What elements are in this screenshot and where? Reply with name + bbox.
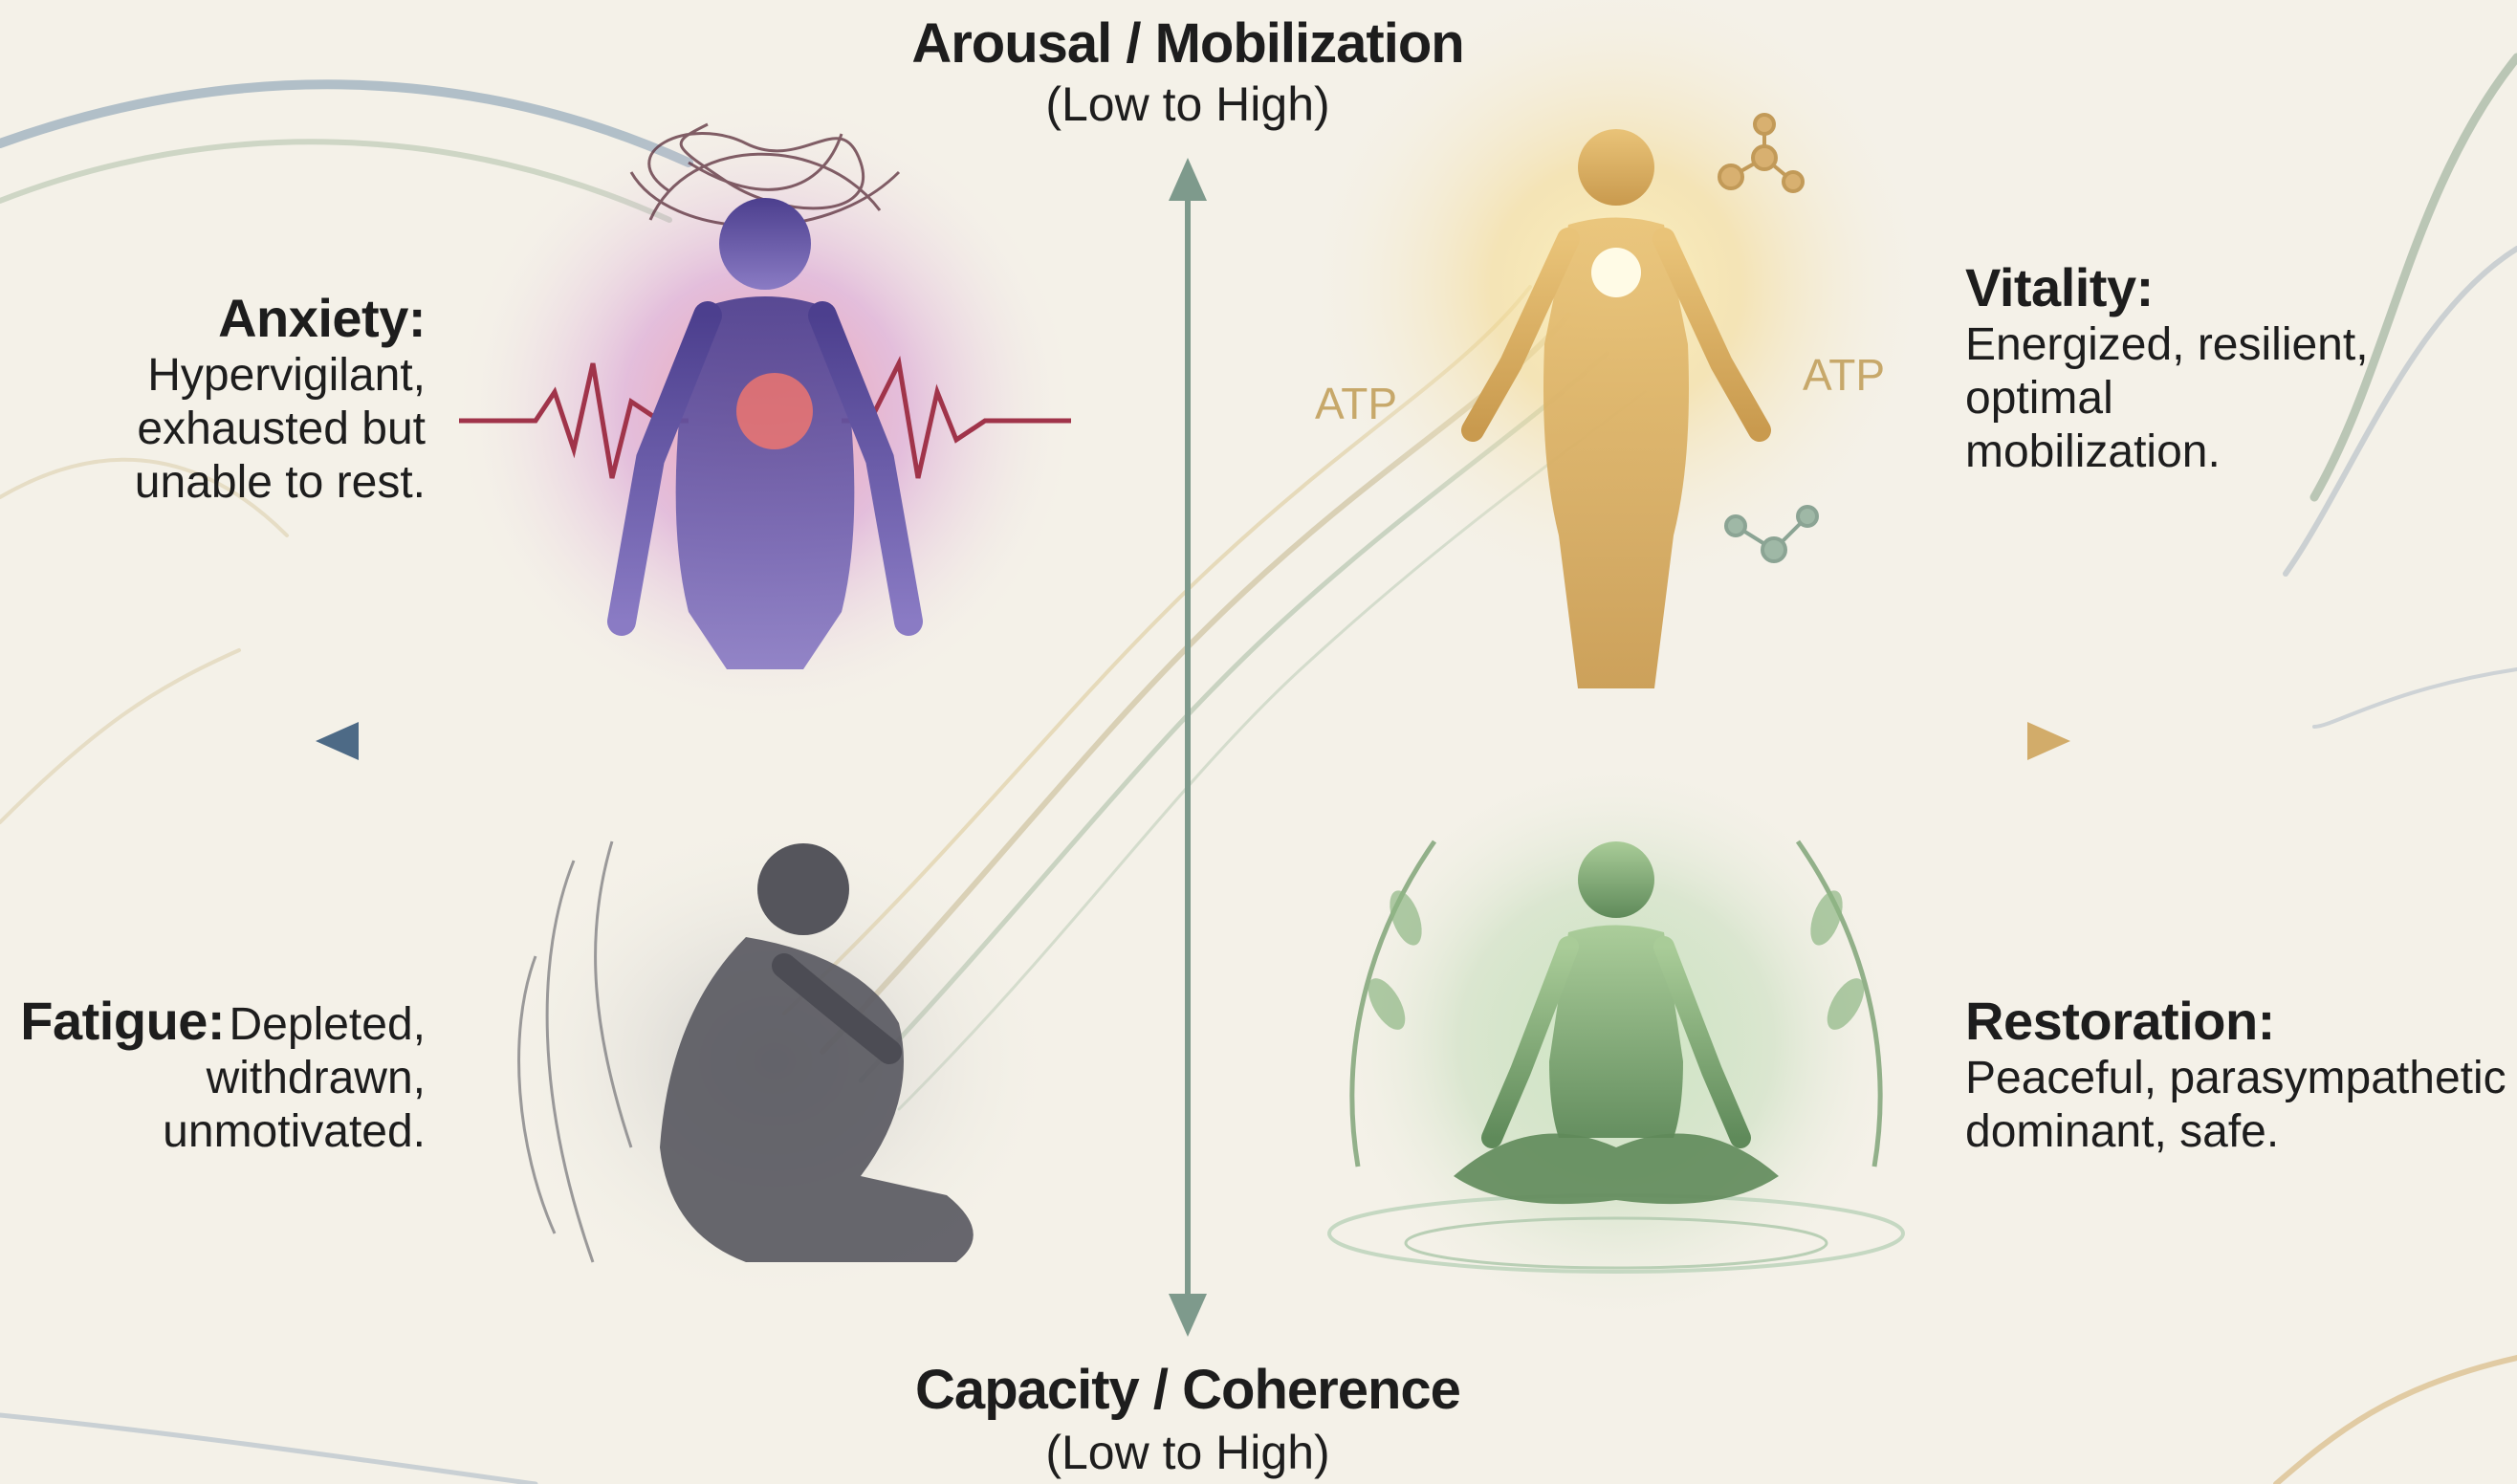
vitality-line-3: mobilization. [1965,426,2501,479]
arrow-down-icon [1169,1294,1207,1337]
fatigue-label: Fatigue: Depleted, withdrawn, unmotivate… [19,990,426,1159]
anxiety-label: Anxiety: Hypervigilant, exhausted but un… [57,287,426,510]
fatigue-title: Fatigue: [20,991,225,1051]
vertical-axis-title: Arousal / Mobilization [757,11,1618,76]
fatigue-line-3: unmotivated. [19,1105,426,1159]
anxiety-line-1: Hypervigilant, [57,349,426,403]
anxiety-figure [449,96,1081,727]
restoration-line-1: Peaceful, parasympathetic [1965,1052,2510,1105]
fatigue-line-1: Depleted, [230,999,426,1050]
vertical-axis-range: (Low to High) [757,76,1618,132]
arrow-right-icon [2027,722,2070,760]
anxiety-line-3: unable to rest. [57,456,426,510]
restoration-title: Restoration: [1965,990,2510,1052]
arrow-up-icon [1169,158,1207,201]
anxiety-title: Anxiety: [57,287,426,349]
restoration-label: Restoration: Peaceful, parasympathetic d… [1965,990,2510,1159]
atp-label-left: ATP [1315,378,1397,429]
vitality-label: Vitality: Energized, resilient, optimal … [1965,256,2501,479]
restoration-figure [1329,755,1903,1329]
fatigue-line-2: withdrawn, [19,1052,426,1105]
anxiety-line-2: exhausted but [57,403,426,456]
restoration-line-2: dominant, safe. [1965,1105,2510,1159]
arrow-left-icon [316,722,359,760]
horizontal-axis-range: (Low to High) [757,1425,1618,1480]
horizontal-axis-title: Capacity / Coherence [757,1358,1618,1422]
vitality-title: Vitality: [1965,256,2501,318]
atp-label-right: ATP [1803,349,1885,401]
fatigue-figure [488,813,1062,1310]
vitality-line-1: Energized, resilient, [1965,318,2501,372]
vitality-line-2: optimal [1965,372,2501,426]
